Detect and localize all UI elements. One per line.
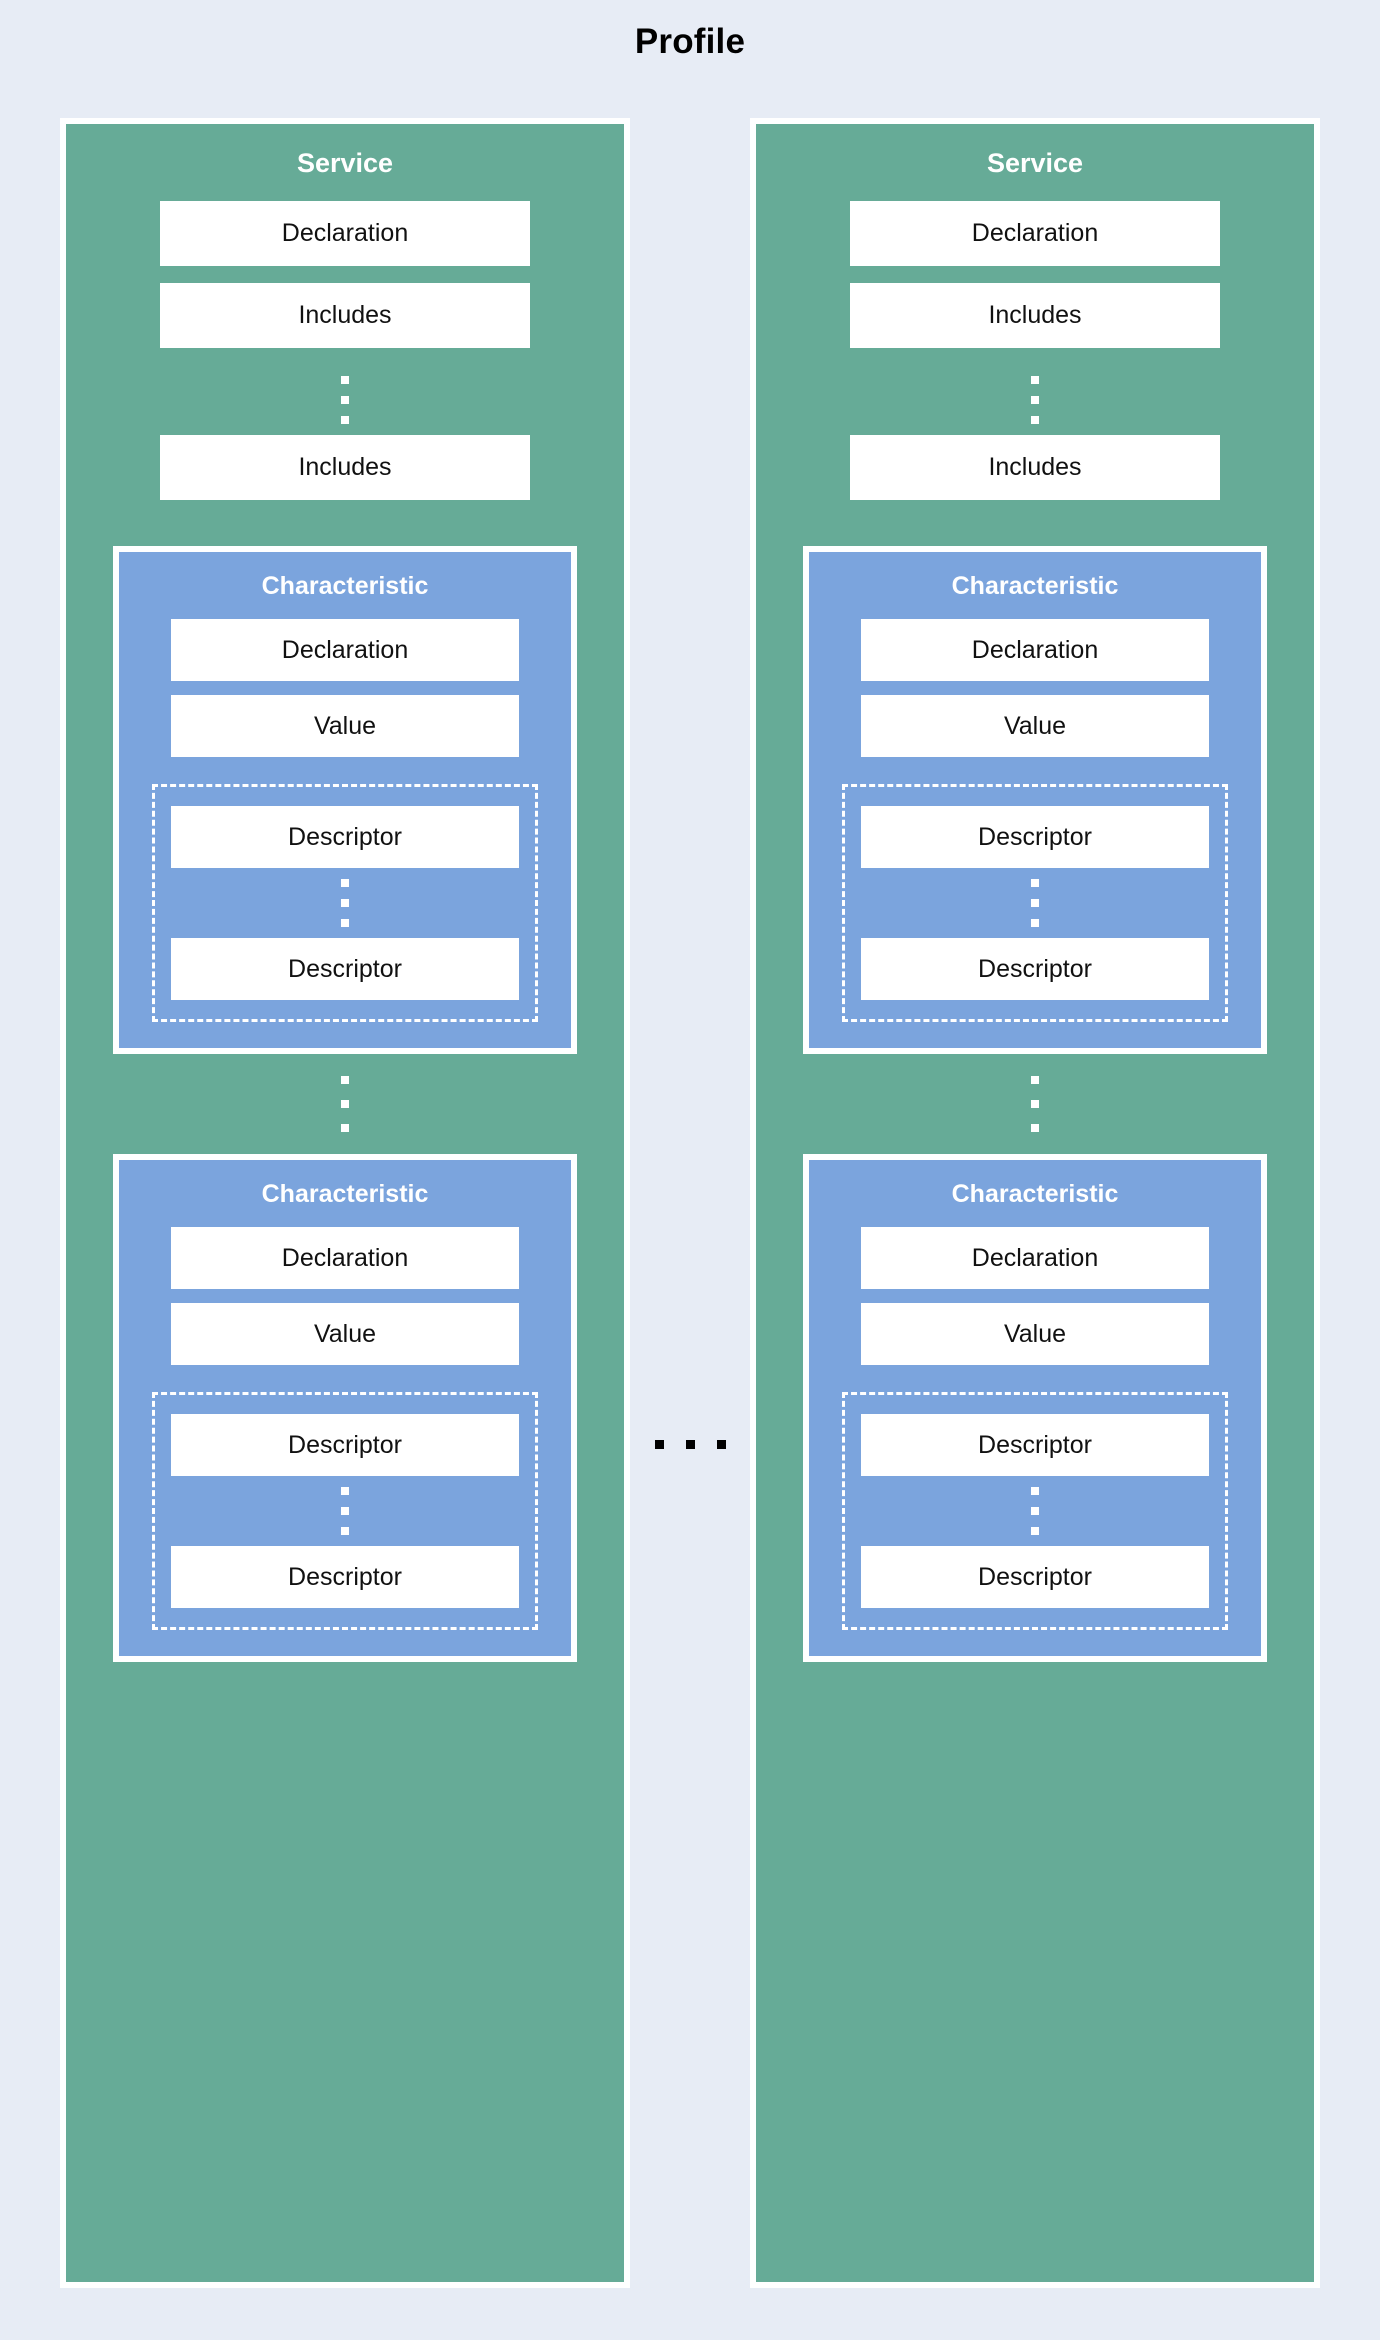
vertical-ellipsis-icon	[341, 1076, 349, 1132]
vertical-ellipsis-icon	[1031, 376, 1039, 424]
characteristic-value-box: Value	[171, 1303, 519, 1365]
vertical-ellipsis-icon	[341, 879, 349, 927]
ellipsis-dot	[341, 1076, 349, 1084]
ellipsis-dot	[1031, 1507, 1039, 1515]
ellipsis-dot	[341, 1487, 349, 1495]
ellipsis-dot	[1031, 396, 1039, 404]
characteristic-panel: Characteristic Declaration Value Descrip…	[113, 546, 577, 1054]
descriptor-box: Descriptor	[171, 938, 519, 1000]
service-panel: Service Declaration Includes Includes Ch…	[60, 118, 630, 2288]
ellipsis-dot	[716, 1440, 726, 1449]
characteristic-value-box: Value	[171, 695, 519, 757]
descriptor-group: Descriptor Descriptor	[152, 784, 538, 1022]
characteristic-title: Characteristic	[951, 1180, 1119, 1208]
ellipsis-dot	[654, 1440, 664, 1449]
ellipsis-dot	[1031, 1124, 1039, 1132]
ellipsis-dot	[1031, 1076, 1039, 1084]
ellipsis-dot	[1031, 416, 1039, 424]
ellipsis-dot	[341, 1124, 349, 1132]
ellipsis-dot	[341, 376, 349, 384]
service-title: Service	[986, 148, 1084, 178]
ellipsis-dot	[341, 1100, 349, 1108]
characteristic-panel: Characteristic Declaration Value Descrip…	[113, 1154, 577, 1662]
characteristic-declaration-box: Declaration	[861, 1227, 1209, 1289]
ellipsis-dot	[1031, 919, 1039, 927]
ellipsis-dot	[1031, 1527, 1039, 1535]
descriptor-box: Descriptor	[171, 1414, 519, 1476]
service-includes-box: Includes	[160, 435, 530, 500]
ellipsis-dot	[341, 899, 349, 907]
column-gap	[630, 118, 750, 2288]
ellipsis-dot	[685, 1440, 695, 1449]
ellipsis-dot	[341, 919, 349, 927]
service-includes-box: Includes	[850, 283, 1220, 348]
characteristic-title: Characteristic	[951, 572, 1119, 600]
vertical-ellipsis-icon	[341, 376, 349, 424]
characteristic-value-box: Value	[861, 1303, 1209, 1365]
ellipsis-dot	[1031, 1487, 1039, 1495]
ellipsis-dot	[1031, 879, 1039, 887]
descriptor-box: Descriptor	[861, 1414, 1209, 1476]
characteristic-title: Characteristic	[261, 572, 429, 600]
vertical-ellipsis-icon	[1031, 1487, 1039, 1535]
service-panel: Service Declaration Includes Includes Ch…	[750, 118, 1320, 2288]
characteristic-declaration-box: Declaration	[171, 619, 519, 681]
characteristic-panel: Characteristic Declaration Value Descrip…	[803, 1154, 1267, 1662]
service-title: Service	[296, 148, 394, 178]
service-columns: Service Declaration Includes Includes Ch…	[0, 118, 1380, 2288]
service-declaration-box: Declaration	[850, 201, 1220, 266]
descriptor-group: Descriptor Descriptor	[152, 1392, 538, 1630]
vertical-ellipsis-icon	[341, 1487, 349, 1535]
ellipsis-dot	[1031, 1100, 1039, 1108]
horizontal-ellipsis-icon	[630, 1440, 750, 1449]
vertical-ellipsis-icon	[1031, 879, 1039, 927]
ellipsis-dot	[341, 1527, 349, 1535]
descriptor-box: Descriptor	[861, 938, 1209, 1000]
descriptor-box: Descriptor	[861, 1546, 1209, 1608]
descriptor-box: Descriptor	[171, 1546, 519, 1608]
characteristic-value-box: Value	[861, 695, 1209, 757]
descriptor-group: Descriptor Descriptor	[842, 1392, 1228, 1630]
ellipsis-dot	[341, 416, 349, 424]
ellipsis-dot	[341, 879, 349, 887]
ellipsis-dot	[1031, 899, 1039, 907]
service-includes-box: Includes	[160, 283, 530, 348]
page-title: Profile	[634, 22, 746, 61]
ellipsis-dot	[1031, 376, 1039, 384]
ellipsis-dot	[341, 396, 349, 404]
characteristic-title: Characteristic	[261, 1180, 429, 1208]
descriptor-box: Descriptor	[861, 806, 1209, 868]
characteristic-declaration-box: Declaration	[171, 1227, 519, 1289]
vertical-ellipsis-icon	[1031, 1076, 1039, 1132]
descriptor-box: Descriptor	[171, 806, 519, 868]
descriptor-group: Descriptor Descriptor	[842, 784, 1228, 1022]
ellipsis-dot	[341, 1507, 349, 1515]
service-includes-box: Includes	[850, 435, 1220, 500]
characteristic-declaration-box: Declaration	[861, 619, 1209, 681]
characteristic-panel: Characteristic Declaration Value Descrip…	[803, 546, 1267, 1054]
service-declaration-box: Declaration	[160, 201, 530, 266]
